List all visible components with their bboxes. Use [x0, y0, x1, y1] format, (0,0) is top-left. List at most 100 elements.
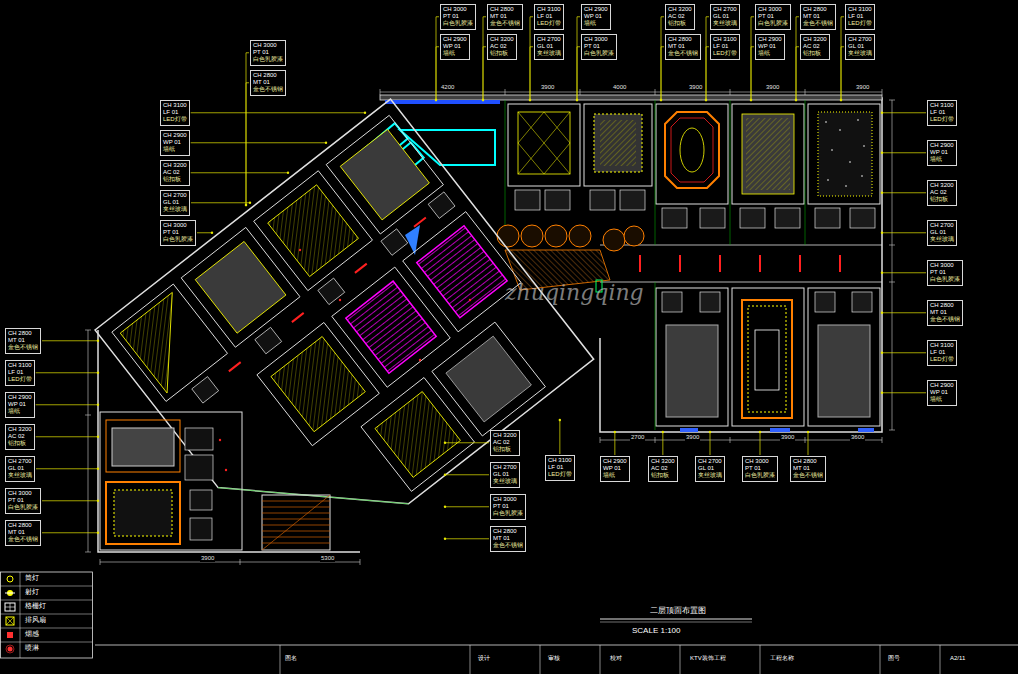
tag-line: 金色不锈钢 — [793, 472, 823, 479]
leader-line — [191, 112, 365, 113]
tag-line: GL 01 — [698, 465, 722, 472]
leader-dot — [435, 99, 437, 101]
leader-line — [36, 372, 98, 373]
dimension-text: 3900 — [200, 555, 215, 562]
tag-line: AC 02 — [668, 13, 692, 20]
tag-line: 铝扣板 — [490, 50, 514, 57]
tag-line: 金色不锈钢 — [803, 20, 833, 27]
material-tag: CH 3000PT 01白色乳胶漆 — [160, 220, 196, 246]
dimension-lines — [85, 89, 895, 565]
material-tag: CH 2700GL 01夹丝玻璃 — [160, 190, 190, 216]
tag-line: CH 2700 — [848, 36, 872, 43]
leader-dot — [795, 99, 797, 101]
leader-dot — [287, 172, 289, 174]
tag-line: CH 3200 — [490, 36, 514, 43]
tag-line: 墙纸 — [443, 50, 467, 57]
material-tag: CH 3000PT 01白色乳胶漆 — [440, 4, 476, 30]
material-tag: CH 3100LF 01LED灯带 — [160, 100, 190, 126]
tag-line: CH 2900 — [163, 132, 187, 139]
tag-line: 金色不锈钢 — [490, 20, 520, 27]
tag-line: GL 01 — [8, 465, 32, 472]
dimension-text: 4000 — [612, 84, 627, 91]
tag-line: 白色乳胶漆 — [163, 236, 193, 243]
material-tag: CH 3100LF 01LED灯带 — [5, 360, 35, 386]
tag-line: LED灯带 — [848, 20, 872, 27]
material-tag: CH 2700GL 01夹丝玻璃 — [534, 34, 564, 60]
tag-line: CH 2700 — [713, 6, 737, 13]
tag-line: CH 3100 — [8, 362, 32, 369]
dimension-text: 3900 — [685, 434, 700, 441]
tag-line: LF 01 — [713, 43, 737, 50]
tag-line: LF 01 — [930, 349, 954, 356]
tag-line: PT 01 — [443, 13, 473, 20]
tag-line: 铝扣板 — [930, 196, 954, 203]
leader-dot — [840, 99, 842, 101]
leader-dot — [97, 500, 99, 502]
leader-dot — [881, 232, 883, 234]
material-tag: CH 2800MT 01金色不锈钢 — [790, 456, 826, 482]
legend-symbol — [5, 603, 15, 611]
tag-line: WP 01 — [163, 139, 187, 146]
material-tag: CH 2900WP 01墙纸 — [5, 392, 35, 418]
tag-line: CH 2800 — [8, 522, 38, 529]
material-tag: CH 2800MT 01金色不锈钢 — [250, 70, 286, 96]
leader-dot — [881, 392, 883, 394]
leader-line — [882, 112, 926, 113]
tag-line: 白色乳胶漆 — [8, 504, 38, 511]
tag-line: AC 02 — [8, 433, 32, 440]
leader-line — [882, 312, 926, 313]
tag-line: PT 01 — [8, 497, 38, 504]
leader-dot — [245, 204, 247, 206]
title-block-cell: 设计 — [478, 655, 490, 662]
tag-line: GL 01 — [493, 471, 517, 478]
legend-symbol — [7, 632, 13, 638]
tag-line: LF 01 — [930, 109, 954, 116]
leader-dot — [614, 431, 616, 433]
tag-line: CH 3000 — [8, 490, 38, 497]
material-tag: CH 3000PT 01白色乳胶漆 — [755, 4, 791, 30]
tag-line: LED灯带 — [537, 20, 561, 27]
legend-text: 烟感 — [25, 630, 39, 638]
material-tag: CH 3000PT 01白色乳胶漆 — [927, 260, 963, 286]
tag-line: 墙纸 — [758, 50, 782, 57]
title-block-cell: 审核 — [548, 655, 560, 662]
tag-line: LF 01 — [8, 369, 32, 376]
leader-line — [662, 432, 663, 455]
material-tag: CH 2800MT 01金色不锈钢 — [487, 4, 523, 30]
leader-line — [796, 17, 799, 100]
leader-dot — [807, 431, 809, 433]
leader-dot — [245, 204, 247, 206]
leader-line — [36, 404, 98, 405]
material-tag: CH 3000PT 01白色乳胶漆 — [250, 40, 286, 66]
title-block-cell: 校对 — [610, 655, 622, 662]
dimension-text: 3900 — [855, 84, 870, 91]
leader-line — [882, 352, 926, 353]
tag-line: 夹丝玻璃 — [493, 478, 517, 485]
dimension-text: 4200 — [440, 84, 455, 91]
leader-dot — [881, 192, 883, 194]
tag-line: 夹丝玻璃 — [163, 206, 187, 213]
tag-line: AC 02 — [163, 169, 187, 176]
tag-line: CH 3200 — [651, 458, 675, 465]
leader-dot — [795, 99, 797, 101]
leader-line — [751, 47, 754, 100]
tag-line: WP 01 — [584, 13, 608, 20]
material-tag: CH 2900WP 01墙纸 — [160, 130, 190, 156]
tag-line: CH 2800 — [930, 302, 960, 309]
leader-line — [661, 17, 664, 100]
tag-line: 白色乳胶漆 — [493, 510, 523, 517]
leader-dot — [881, 352, 883, 354]
tag-line: WP 01 — [930, 389, 954, 396]
tag-line: 铝扣板 — [668, 20, 692, 27]
tag-line: CH 3000 — [745, 458, 775, 465]
diagonal-wing — [95, 99, 594, 590]
tag-line: MT 01 — [668, 43, 698, 50]
tag-line: PT 01 — [163, 229, 193, 236]
tag-line: 夹丝玻璃 — [8, 472, 32, 479]
leader-dot — [559, 419, 561, 421]
tag-line: 铝扣板 — [803, 50, 827, 57]
tag-line: CH 3100 — [163, 102, 187, 109]
leader-dot — [576, 99, 578, 101]
